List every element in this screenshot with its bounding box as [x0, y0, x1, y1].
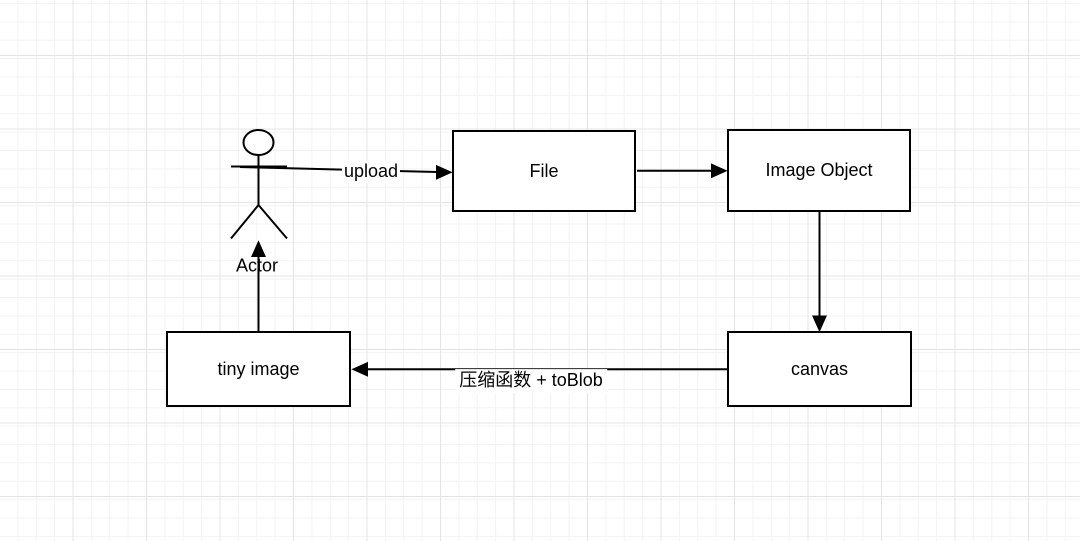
node-image-object[interactable]: Image Object — [727, 129, 911, 212]
node-canvas[interactable]: canvas — [727, 331, 912, 407]
edge-image-object-canvas[interactable] — [812, 212, 827, 333]
node-image-object-label: Image Object — [765, 160, 873, 180]
edge-file-image-object[interactable] — [637, 163, 728, 179]
edge-actor-file[interactable] — [239, 164, 453, 180]
node-file-label: File — [529, 160, 559, 181]
arrowhead — [812, 315, 827, 333]
edge-tiny-image-actor[interactable] — [251, 240, 266, 333]
edge-label-compress-toblob[interactable]: 压缩函数 + toBlob — [455, 369, 607, 393]
node-canvas-label: canvas — [790, 358, 849, 379]
actor-label: Actor — [235, 255, 279, 276]
actor-head — [242, 129, 275, 156]
node-file[interactable]: File — [452, 130, 636, 212]
actor-legs — [230, 203, 288, 240]
edge-line — [239, 166, 438, 173]
arrowhead — [436, 164, 453, 180]
edge-label-upload[interactable]: upload — [341, 161, 401, 183]
arrowhead — [251, 240, 266, 257]
arrowhead — [711, 163, 728, 179]
actor-node[interactable] — [230, 129, 288, 240]
arrowhead — [351, 361, 368, 377]
node-tiny-image-label: tiny image — [217, 358, 300, 379]
node-tiny-image[interactable]: tiny image — [166, 331, 351, 407]
